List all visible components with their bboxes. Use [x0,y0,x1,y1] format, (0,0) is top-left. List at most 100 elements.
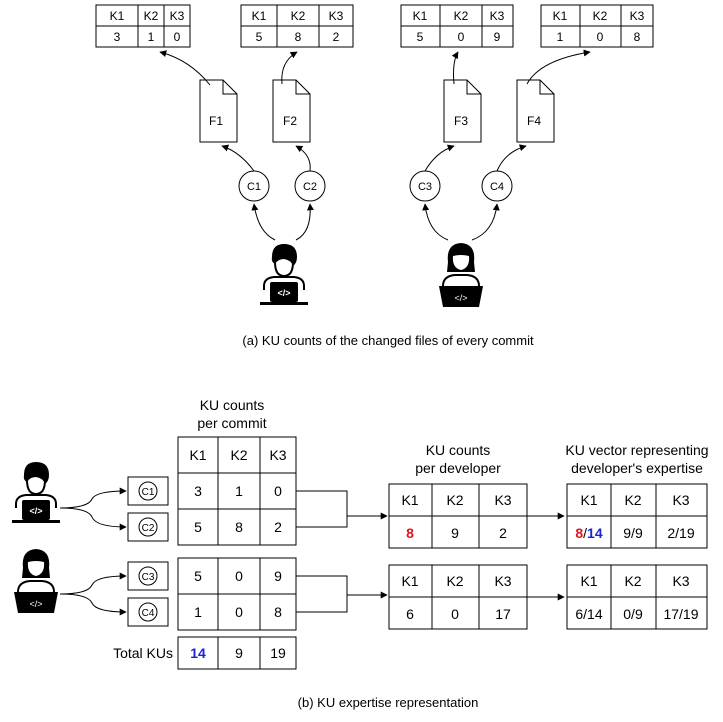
table-value-cell: 9 [451,525,459,541]
file-label: F2 [283,114,297,128]
table-value-cell: 5 [417,30,424,44]
table-value-cell: 0 [458,30,465,44]
commit-label: C4 [142,608,155,619]
developer-male-icon [11,461,61,524]
arrow [422,203,449,241]
table-header-cell: K2 [454,9,469,23]
commit-label: C3 [418,181,432,193]
commit-label: C2 [142,523,155,534]
vector-table-1: K1 K2 K3 8/14 9/9 2/19 [566,483,708,549]
table-value-highlight: 8 [406,525,414,541]
file-icon: F2 [272,79,311,143]
file-icon: F3 [443,79,482,143]
table-header-cell: K2 [446,573,463,589]
table-header-cell: K1 [580,573,597,589]
vector-table-2: K1 K2 K3 6/14 0/9 17/19 [566,564,708,630]
file-label: F4 [527,114,541,128]
table-value-cell: 0 [451,606,459,622]
developer-table-2: K1 K2 K3 6 0 17 [388,564,528,630]
table-value-cell: 0 [235,604,243,620]
table-header-cell: K2 [446,492,463,508]
table-header-cell: K3 [494,492,511,508]
arrow [496,144,527,172]
table-header-cell: K3 [490,9,505,23]
commit-label: C2 [303,181,317,193]
table-value-cell: 0 [597,30,604,44]
arrow [451,51,459,85]
table-header-cell: K3 [672,492,689,508]
table-header-cell: K2 [230,447,247,463]
panel-a-table-3: K1 K2 K3 5 0 9 [400,4,514,48]
panel-a-table-2: K1 K2 K3 5 8 2 [240,4,354,48]
table-value-cell: 9/9 [623,525,643,541]
developer-table-title: KU counts [426,442,491,458]
table-header-cell: K3 [269,447,286,463]
table-value-cell: 5 [194,519,202,535]
table-value-cell: 6 [406,606,414,622]
table-value-cell: 8 [274,604,282,620]
table-header-cell: K1 [401,573,418,589]
table-value-cell: 6/14 [575,606,602,622]
connector [296,490,348,528]
arrow [471,203,500,241]
arrow [59,593,127,616]
commit-box: C4 [127,597,169,627]
table-value-cell: 0 [174,30,181,44]
vector-table-title: KU vector representing [565,442,708,458]
vector-table-title: developer's expertise [571,460,703,476]
commit-box: C1 [127,476,169,506]
table-header-cell: K2 [624,573,641,589]
table-header-cell: K1 [110,9,125,23]
developer-female-icon [13,548,59,614]
table-value-cell: 1 [235,483,243,499]
table-value-cell: 9 [494,30,501,44]
table-value-cell: 1 [148,30,155,44]
table-value-cell: 0/9 [623,606,643,622]
commit-table-title: per commit [197,415,266,431]
table-value-cell: 9 [274,568,282,584]
table-value-cell: 5 [256,30,263,44]
table-value-cell: 2/19 [667,525,694,541]
arrow [295,203,314,241]
arrow [159,50,211,86]
developer-table-1: K1 K2 K3 8 9 2 [388,483,528,549]
table-value-cell: 2 [499,525,507,541]
total-kus-label: Total KUs [113,645,173,661]
table-value-cell: 0 [274,483,282,499]
commit-label: C1 [247,181,261,193]
table-header-cell: K2 [624,492,641,508]
total-value: 19 [270,645,286,661]
panel-b: KU counts per commit KU counts per devel… [11,397,709,710]
commit-table-title: KU counts [200,397,265,413]
total-value-highlight: 14 [190,645,206,661]
table-value-cell: 3 [114,30,121,44]
table-value-cell: 8 [235,519,243,535]
table-value-cell: 17/19 [663,606,698,622]
table-value-cell: 0 [235,568,243,584]
table-value-cell: 8 [634,30,641,44]
developer-table-title: per developer [415,460,501,476]
arrow [295,145,311,172]
table-header-cell: K1 [252,9,267,23]
commit-label: C3 [142,572,155,583]
commit-label: C1 [142,487,155,498]
arrow [281,51,298,85]
arrow [526,49,591,85]
table-header-cell: K1 [553,9,568,23]
table-value-cell: 1 [194,604,202,620]
table-header-cell: K2 [593,9,608,23]
vector-ratio-cell: 8/14 [575,525,602,541]
arrow [59,487,127,509]
table-value-cell: 2 [333,30,340,44]
arrow [59,507,127,531]
commit-box: C3 [127,561,169,591]
table-header-cell: K2 [291,9,306,23]
total-value: 9 [235,645,243,661]
table-header-cell: K3 [630,9,645,23]
table-value-cell: 8 [295,30,302,44]
arrow [251,203,276,241]
table-value-cell: 17 [495,606,511,622]
table-value-cell: 3 [194,483,202,499]
table-value-cell: 5 [194,568,202,584]
